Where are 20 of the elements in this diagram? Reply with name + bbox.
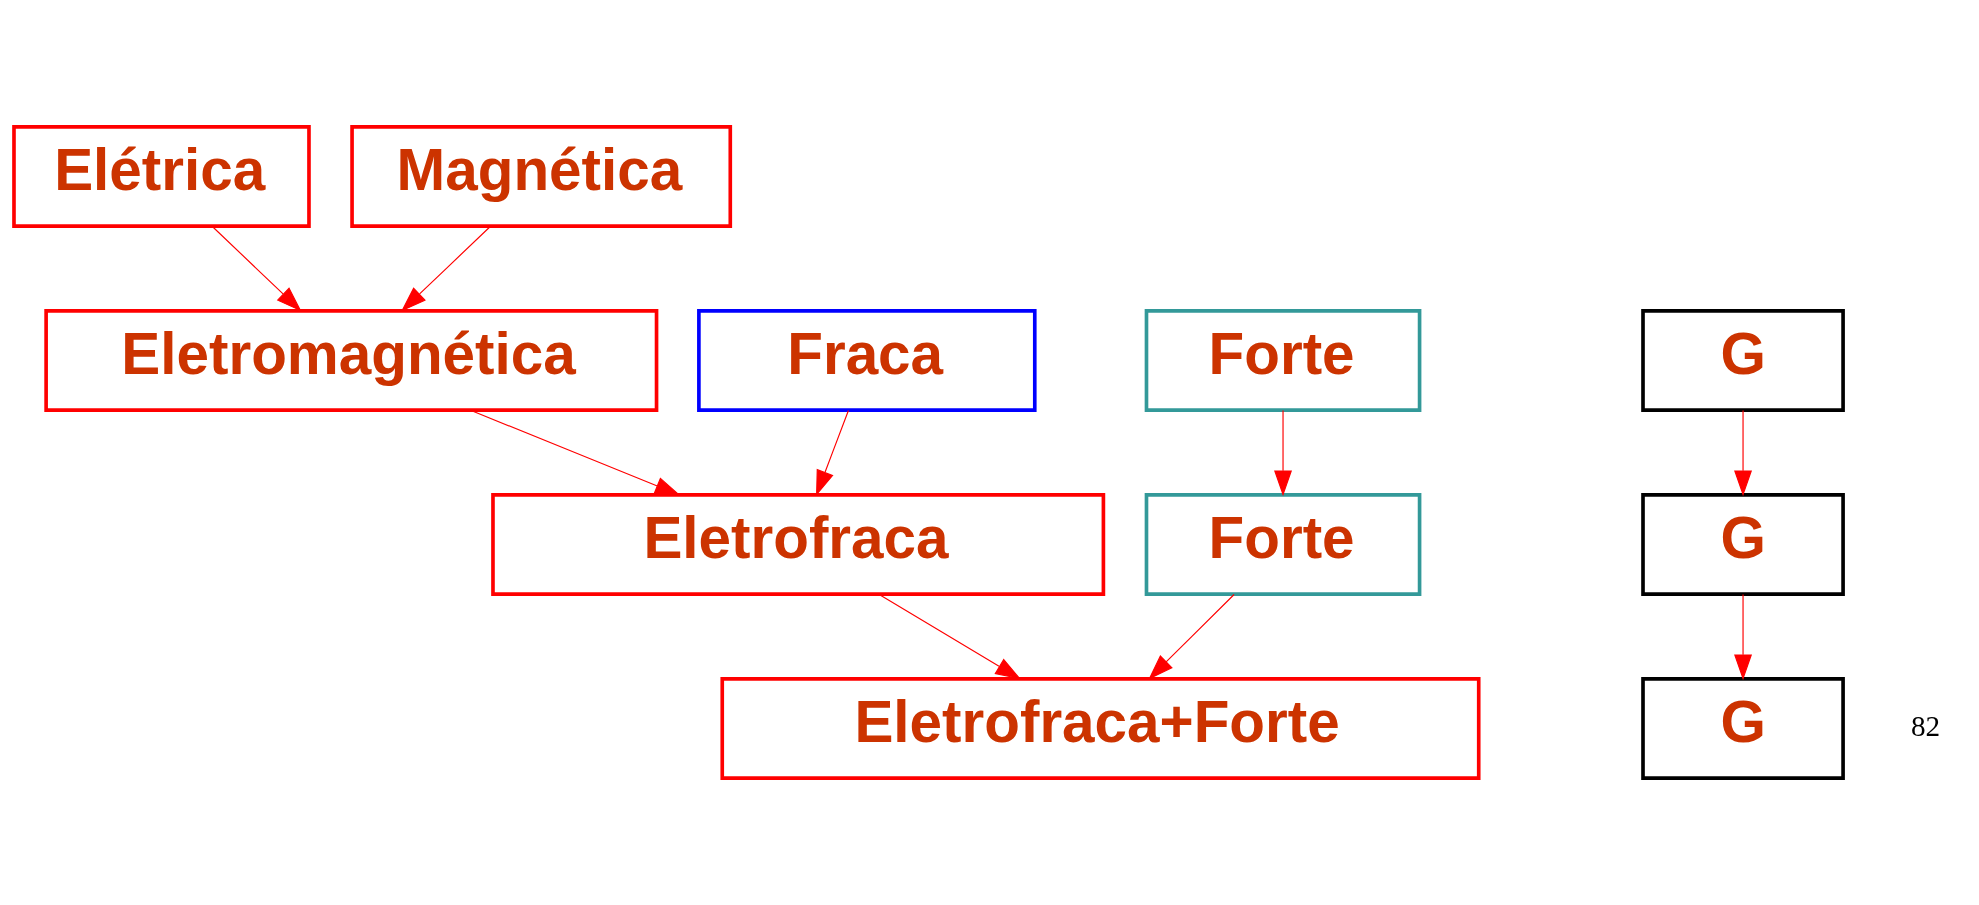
node-box: Forte	[1144, 309, 1422, 412]
arrow	[401, 225, 491, 312]
node-box: G	[1641, 309, 1845, 412]
arrow	[211, 225, 302, 312]
node-box: Magnética	[350, 125, 733, 228]
node-box: Elétrica	[12, 125, 311, 228]
label: 82	[1910, 709, 1941, 742]
node-box: Fraca	[697, 309, 1037, 412]
node-box: G	[1641, 677, 1845, 780]
arrow	[1734, 593, 1753, 681]
arrow	[1734, 409, 1753, 497]
arrow	[1148, 593, 1235, 680]
node-box: Forte	[1144, 493, 1422, 596]
node-box: G	[1641, 493, 1845, 596]
node-box: Eletrofraca+Forte	[720, 677, 1481, 780]
node-box: Eletrofraca	[491, 493, 1106, 596]
node-box: Eletromagnética	[44, 309, 659, 412]
arrow	[878, 593, 1022, 680]
arrow	[469, 409, 681, 496]
arrow	[1274, 409, 1293, 497]
